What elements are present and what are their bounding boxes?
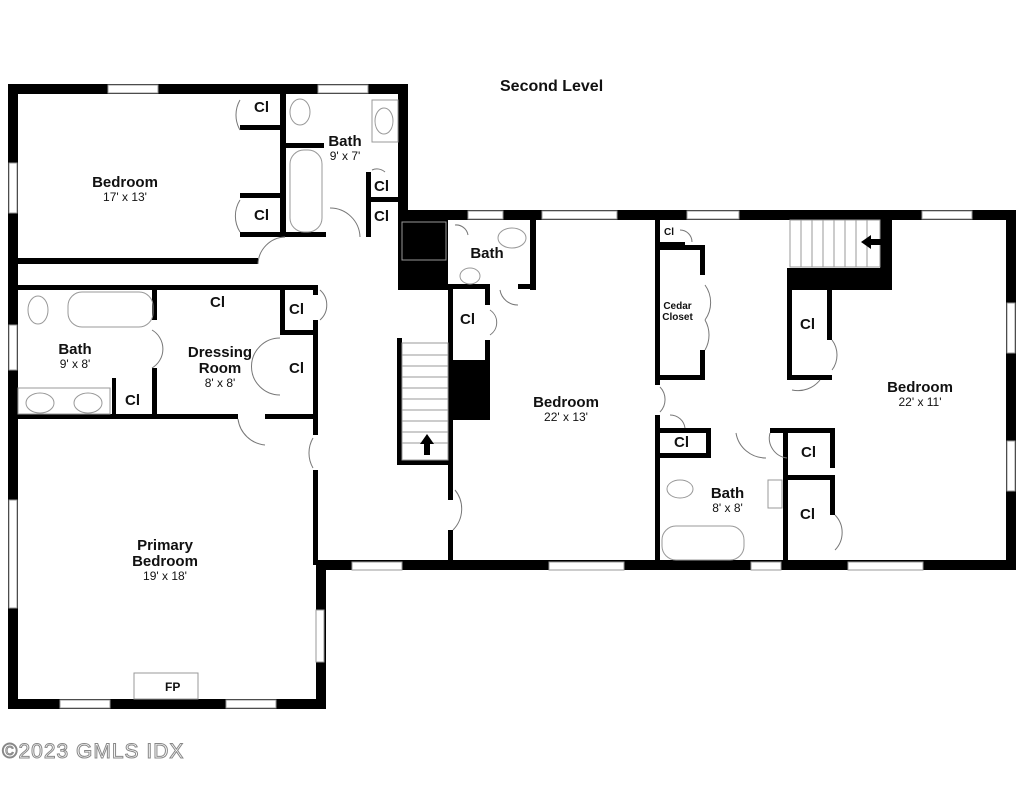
closet-label: Cl	[460, 311, 475, 328]
closet-label: Cl	[674, 434, 689, 451]
closet-label: Cl	[289, 360, 304, 377]
room-dressing: Dressing Room 8' x 8'	[187, 344, 253, 390]
closet-label: Cl	[800, 316, 815, 333]
room-primary-bedroom: Primary Bedroom 19' x 18'	[132, 537, 198, 583]
room-cedar-closet: Cedar Closet	[662, 301, 693, 323]
windows	[8, 84, 1016, 709]
closet-label: Cl	[254, 207, 269, 224]
closet-label: Cl	[254, 99, 269, 116]
fireplace-label: FP	[165, 680, 181, 694]
room-bedroom-center: Bedroom 22' x 13'	[533, 394, 599, 424]
copyright-watermark: ©2023 GMLS IDX	[1, 740, 185, 764]
door-swings	[151, 99, 843, 551]
room-bath-west: Bath 9' x 8'	[58, 341, 92, 371]
closet-label: Cl	[210, 294, 225, 311]
arrow-up-icon	[420, 434, 434, 455]
arrow-left-icon	[861, 235, 882, 249]
room-bath-east: Bath 8' x 8'	[710, 485, 745, 515]
floor-title: Second Level	[500, 78, 604, 95]
stair-arrows	[420, 235, 882, 455]
closet-label: Cl	[664, 227, 674, 238]
closet-label: Cl	[374, 178, 389, 195]
stairs	[401, 219, 881, 461]
fixtures	[17, 98, 783, 700]
closet-label: Cl	[289, 301, 304, 318]
room-bath-center: Bath	[470, 245, 504, 262]
room-bedroom-east: Bedroom 22' x 11'	[887, 379, 953, 409]
closet-label: Cl	[800, 506, 815, 523]
closet-label: Cl	[801, 444, 816, 461]
room-bath-north: Bath 9' x 7'	[328, 133, 362, 163]
room-bedroom-nw: Bedroom 17' x 13'	[92, 174, 158, 204]
closet-label: Cl	[374, 208, 389, 225]
closet-label: Cl	[125, 392, 140, 409]
